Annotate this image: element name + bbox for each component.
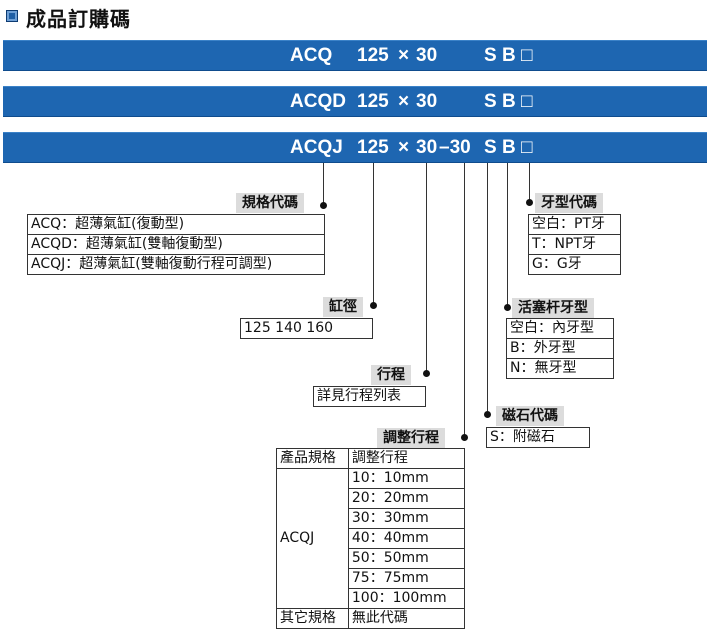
model-code-item: ACQ：超薄氣缸(復動型) xyxy=(27,214,325,235)
code-band-acqd: ACQD 125 × 30 S B □ xyxy=(3,86,707,117)
adjust-other-spec: 其它規格 xyxy=(276,608,349,629)
connector-dot xyxy=(461,434,468,441)
connector-bore xyxy=(373,163,374,306)
connector-magnet xyxy=(487,163,488,411)
adjust-header-stroke: 調整行程 xyxy=(347,448,466,469)
code-size: 125 xyxy=(357,137,389,158)
code-stroke: 30 xyxy=(416,91,438,112)
thread-type-item: T：NPT牙 xyxy=(528,234,621,255)
code-model: ACQD xyxy=(290,91,346,112)
adjust-value: 20：20mm xyxy=(347,488,466,509)
adjust-value: 40：40mm xyxy=(347,528,466,549)
bore-values: 125 140 160 xyxy=(240,318,373,339)
rod-thread-item: 空白：內牙型 xyxy=(506,318,614,339)
magnet-label: 磁石代碼 xyxy=(496,406,564,426)
code-stroke: 30 xyxy=(416,45,438,66)
adjust-value: 100：100mm xyxy=(347,588,466,609)
connector-adjust xyxy=(464,163,465,437)
code-times: × xyxy=(398,91,410,112)
model-code-item: ACQD：超薄氣缸(雙軸復動型) xyxy=(27,234,325,255)
code-adjust: –30 xyxy=(439,137,471,158)
title-bullet-icon xyxy=(6,10,18,22)
code-rod: B xyxy=(502,45,516,66)
code-times: × xyxy=(398,45,410,66)
model-code-item: ACQJ：超薄氣缸(雙軸復動行程可調型) xyxy=(27,254,325,275)
bore-label: 缸徑 xyxy=(323,297,363,317)
code-rod: B xyxy=(502,91,516,112)
thread-type-item: 空白：PT牙 xyxy=(528,214,621,235)
page-title: 成品訂購碼 xyxy=(26,7,131,31)
connector-dot xyxy=(423,370,430,377)
thread-type-table: 空白：PT牙 T：NPT牙 G：G牙 xyxy=(528,214,621,275)
code-thread-box: □ xyxy=(521,137,533,158)
stroke-table: 詳見行程列表 xyxy=(313,386,426,407)
connector-dot xyxy=(504,304,511,311)
thread-type-item: G：G牙 xyxy=(528,254,621,275)
code-thread-box: □ xyxy=(521,45,533,66)
connector-dot xyxy=(320,202,327,209)
adjust-table: 產品規格 調整行程 ACQJ 10：10mm 20：20mm 30：30mm 4… xyxy=(276,448,466,629)
code-model: ACQ xyxy=(290,45,333,66)
connector-dot xyxy=(370,302,377,309)
adjust-value: 50：50mm xyxy=(347,548,466,569)
code-magnet: S xyxy=(484,91,497,112)
code-magnet: S xyxy=(484,45,497,66)
code-size: 125 xyxy=(357,91,389,112)
code-times: × xyxy=(398,137,410,158)
code-model: ACQJ xyxy=(290,137,343,158)
adjust-header-spec: 產品規格 xyxy=(276,448,349,469)
thread-type-label: 牙型代碼 xyxy=(535,193,603,213)
model-code-label: 規格代碼 xyxy=(236,193,304,213)
connector-thread-type xyxy=(529,163,530,203)
code-size: 125 xyxy=(357,45,389,66)
rod-thread-label: 活塞杆牙型 xyxy=(512,298,594,318)
adjust-value: 10：10mm xyxy=(347,468,466,489)
connector-dot xyxy=(484,411,491,418)
connector-stroke xyxy=(426,163,427,374)
connector-rod-thread xyxy=(507,163,508,308)
connector-dot xyxy=(526,199,533,206)
code-band-acq: ACQ 125 × 30 S B □ xyxy=(3,40,707,71)
connector-model xyxy=(323,163,324,206)
magnet-table: S：附磁石 xyxy=(486,427,590,448)
rod-thread-item: N：無牙型 xyxy=(506,358,614,379)
adjust-value: 30：30mm xyxy=(347,508,466,529)
code-thread-box: □ xyxy=(521,91,533,112)
magnet-item: S：附磁石 xyxy=(486,427,590,448)
code-stroke: 30 xyxy=(416,137,438,158)
stroke-value: 詳見行程列表 xyxy=(313,386,426,407)
adjust-label: 調整行程 xyxy=(377,428,445,448)
rod-thread-table: 空白：內牙型 B：外牙型 N：無牙型 xyxy=(506,318,614,379)
code-rod: B xyxy=(502,137,516,158)
rod-thread-item: B：外牙型 xyxy=(506,338,614,359)
bore-table: 125 140 160 xyxy=(240,318,373,339)
code-magnet: S xyxy=(484,137,497,158)
model-code-table: ACQ：超薄氣缸(復動型) ACQD：超薄氣缸(雙軸復動型) ACQJ：超薄氣缸… xyxy=(27,214,325,275)
adjust-other-value: 無此代碼 xyxy=(347,608,466,629)
stroke-label: 行程 xyxy=(371,365,411,385)
adjust-model: ACQJ xyxy=(276,468,349,609)
adjust-value: 75：75mm xyxy=(347,568,466,589)
code-band-acqj: ACQJ 125 × 30 –30 S B □ xyxy=(3,132,707,163)
